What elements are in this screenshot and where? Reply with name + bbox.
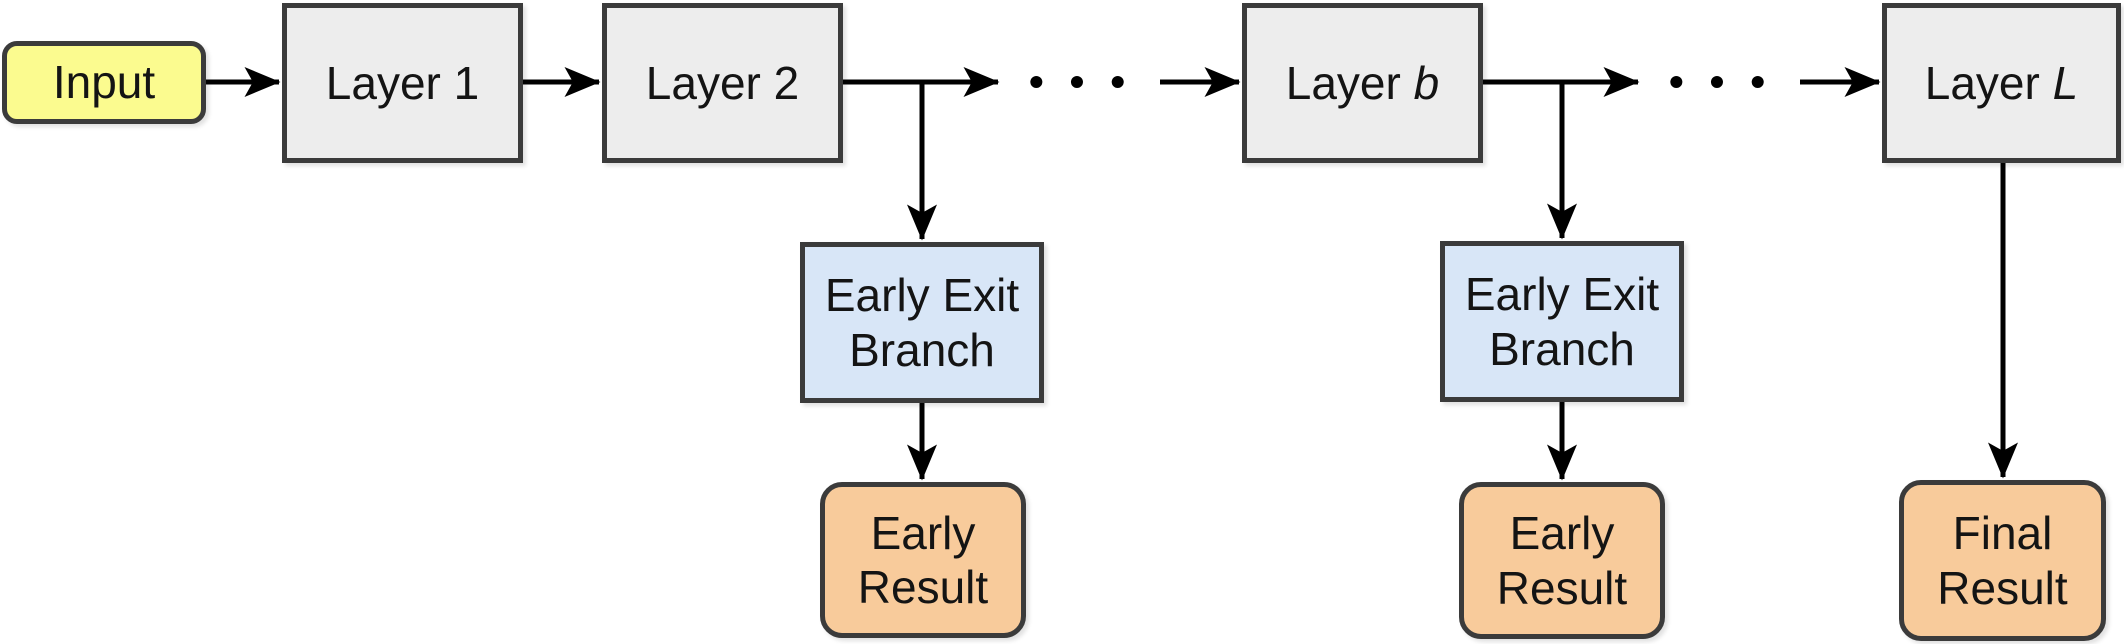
er2-line1: Early — [1509, 507, 1615, 560]
node-layer-b: Layer b — [1242, 3, 1483, 163]
eeb1-line2: Branch — [849, 323, 995, 376]
er1-line2: Result — [857, 561, 989, 613]
node-input: Input — [2, 41, 206, 124]
eeb1-line1: Early Exit — [824, 269, 1020, 322]
node-early-exit-branch-2-label: Early Exit Branch — [1465, 267, 1659, 376]
node-final-result-label: Final Result — [1937, 506, 2067, 615]
er1-line1: Early — [870, 506, 976, 559]
node-early-result-1: Early Result — [820, 482, 1026, 638]
node-layer-L-prefix: Layer — [1924, 56, 2053, 109]
fr-line1: Final — [1952, 507, 2053, 560]
node-early-exit-branch-2: Early Exit Branch — [1440, 241, 1684, 402]
node-early-result-1-label: Early Result — [858, 506, 988, 615]
node-final-result: Final Result — [1899, 480, 2106, 641]
node-layer-1: Layer 1 — [282, 3, 523, 163]
eeb2-line1: Early Exit — [1464, 268, 1660, 321]
node-layer-b-prefix: Layer — [1285, 56, 1414, 109]
node-layer-L-variable: L — [2052, 56, 2079, 109]
er2-line2: Result — [1496, 561, 1628, 614]
fr-line2: Result — [1937, 561, 2068, 614]
node-early-result-2: Early Result — [1459, 482, 1665, 639]
node-layer-L-label: Layer L — [1925, 56, 2078, 110]
node-layer-L: Layer L — [1882, 3, 2121, 163]
node-early-result-2-label: Early Result — [1497, 506, 1627, 615]
node-layer-b-label: Layer b — [1286, 56, 1439, 110]
node-layer-2-label: Layer 2 — [645, 56, 800, 109]
ellipsis-dots-1: ••• — [1028, 58, 1152, 105]
node-layer-b-variable: b — [1413, 56, 1440, 109]
node-early-exit-branch-1: Early Exit Branch — [800, 242, 1044, 403]
node-layer-2: Layer 2 — [602, 3, 843, 163]
eeb2-line2: Branch — [1489, 322, 1635, 375]
node-early-exit-branch-1-label: Early Exit Branch — [825, 268, 1019, 377]
node-input-label: Input — [52, 56, 156, 109]
ellipsis-dots-2: ••• — [1668, 58, 1792, 105]
node-layer-1-label: Layer 1 — [325, 56, 480, 109]
